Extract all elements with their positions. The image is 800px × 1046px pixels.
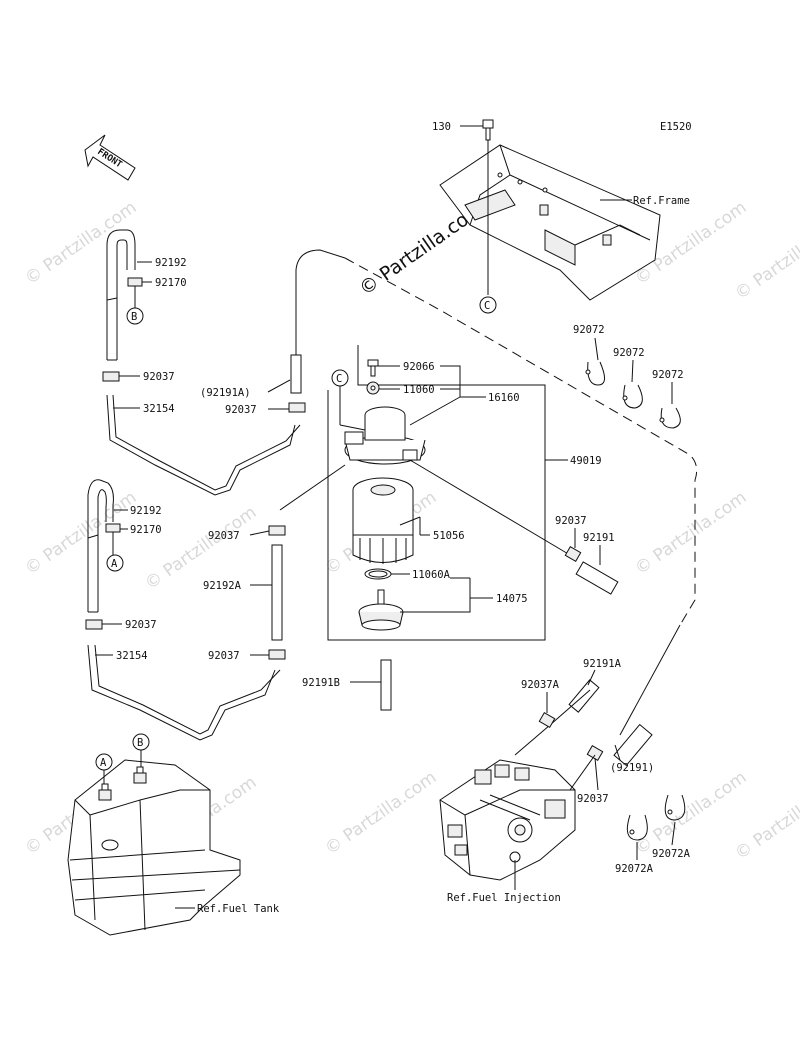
- label-32154-mid: 32154: [116, 650, 148, 662]
- clamp-92037-e: [268, 649, 286, 660]
- label-49019: 49019: [570, 455, 602, 467]
- label-92037-b: 92037: [225, 404, 257, 416]
- watermark: © Partzilla.com: [631, 767, 750, 859]
- ref-circle-a: A: [106, 554, 124, 572]
- pipe-32154-top: [106, 394, 301, 496]
- clamp-92170-mid: [105, 523, 121, 533]
- bolt-130: [482, 119, 494, 141]
- filter-to-hose-line: [279, 464, 346, 511]
- label-92037A: 92037A: [521, 679, 560, 691]
- filter-head-16160: [344, 406, 426, 465]
- label-92072A-2: 92072A: [615, 863, 654, 875]
- hose-92192-top: [106, 229, 136, 361]
- label-ref-fuel-injection: Ref.Fuel Injection: [447, 892, 561, 904]
- clamp-92037A: [538, 711, 556, 729]
- tank-fitting-a: [98, 783, 112, 801]
- label-92191A-paren: (92191A): [200, 387, 251, 399]
- label-92191: 92191: [583, 532, 615, 544]
- label-92191-paren: (92191): [610, 762, 654, 774]
- svg-text:C: C: [336, 373, 342, 385]
- hose-92191: [575, 561, 619, 595]
- label-92037-e: 92037: [208, 650, 240, 662]
- label-92037-right: 92037: [555, 515, 587, 527]
- label-92037-a: 92037: [143, 371, 175, 383]
- label-16160: 16160: [488, 392, 520, 404]
- frame-illustration: [439, 144, 661, 301]
- fuel-tank: [67, 759, 241, 936]
- label-92170-top: 92170: [155, 277, 187, 289]
- label-92037-f: 92037: [577, 793, 609, 805]
- label-ref-fuel-tank: Ref.Fuel Tank: [197, 903, 280, 915]
- label-92191A: 92191A: [583, 658, 622, 670]
- svg-text:A: A: [100, 757, 107, 769]
- label-11060A: 11060A: [412, 569, 451, 581]
- label-92066: 92066: [403, 361, 435, 373]
- clamp-92037-right: [564, 545, 582, 563]
- clamp-92072-3: [659, 407, 681, 429]
- fuel-return-line: [344, 257, 698, 626]
- clamp-92037-a: [102, 371, 120, 382]
- label-92170-mid: 92170: [130, 524, 162, 536]
- label-92192-mid: 92192: [130, 505, 162, 517]
- hose-92191B: [380, 659, 392, 711]
- ref-circle-b-tank: B: [132, 733, 150, 751]
- clamp-92072A-2: [626, 814, 648, 841]
- clamp-92072-1: [585, 361, 605, 386]
- label-92072A-1: 92072A: [652, 848, 691, 860]
- clamp-92037-f: [586, 744, 604, 762]
- o-ring-11060A: [364, 568, 392, 580]
- clamp-92037-d: [268, 525, 286, 536]
- clamp-92037-b: [288, 402, 306, 413]
- ref-circle-b: B: [126, 307, 144, 325]
- label-92037-d: 92037: [208, 530, 240, 542]
- clamp-92037-c: [85, 619, 103, 630]
- label-14075: 14075: [496, 593, 528, 605]
- tank-fitting-b: [133, 766, 147, 784]
- label-92072-2: 92072: [613, 347, 645, 359]
- washer-11060: [366, 381, 380, 395]
- label-32154-top: 32154: [143, 403, 175, 415]
- fuel-line-49019: [619, 624, 681, 736]
- bowl-14075: [358, 589, 404, 631]
- ref-circle-a-tank: A: [95, 753, 113, 771]
- label-92192-top: 92192: [155, 257, 187, 269]
- hose-92192A: [271, 544, 283, 641]
- watermark: © Partzilla.com: [21, 197, 140, 289]
- hose-92191-paren: [613, 723, 653, 767]
- clamp-92072A-1: [664, 794, 686, 821]
- hose-92191A-top: [290, 249, 346, 394]
- clamp-92072-2: [622, 384, 643, 409]
- svg-text:C: C: [484, 300, 490, 312]
- label-92037-c: 92037: [125, 619, 157, 631]
- hose-92191A: [568, 679, 600, 713]
- watermark: © Partzilla.com: [731, 212, 800, 304]
- filter-to-pump-line: [409, 459, 571, 556]
- filter-assembly-box: [327, 345, 546, 641]
- label-92072-1: 92072: [573, 324, 605, 336]
- ref-circle-c: C: [479, 296, 497, 314]
- svg-text:B: B: [137, 737, 143, 749]
- label-92072-3: 92072: [652, 369, 684, 381]
- watermark: © Partzilla.com: [321, 767, 440, 859]
- svg-text:B: B: [131, 311, 137, 323]
- label-130: 130: [432, 121, 451, 133]
- label-ref-frame: Ref.Frame: [633, 195, 690, 207]
- label-51056: 51056: [433, 530, 465, 542]
- diagram-code: E1520: [660, 121, 692, 133]
- label-92192A: 92192A: [203, 580, 242, 592]
- label-11060: 11060: [403, 384, 435, 396]
- fuel-injection-pump: [439, 759, 576, 881]
- ref-circle-c-left: C: [331, 369, 349, 387]
- clamp-92170-top: [127, 277, 143, 287]
- watermark: © Partzilla.com: [631, 487, 750, 579]
- front-arrow-icon: FRONT: [84, 134, 136, 181]
- filter-element-51056: [352, 477, 414, 564]
- hose-92192-mid: [87, 479, 114, 613]
- screw-92066: [367, 359, 379, 377]
- pipe-32154-mid: [87, 644, 281, 741]
- svg-text:A: A: [111, 558, 118, 570]
- label-92191B: 92191B: [302, 677, 340, 689]
